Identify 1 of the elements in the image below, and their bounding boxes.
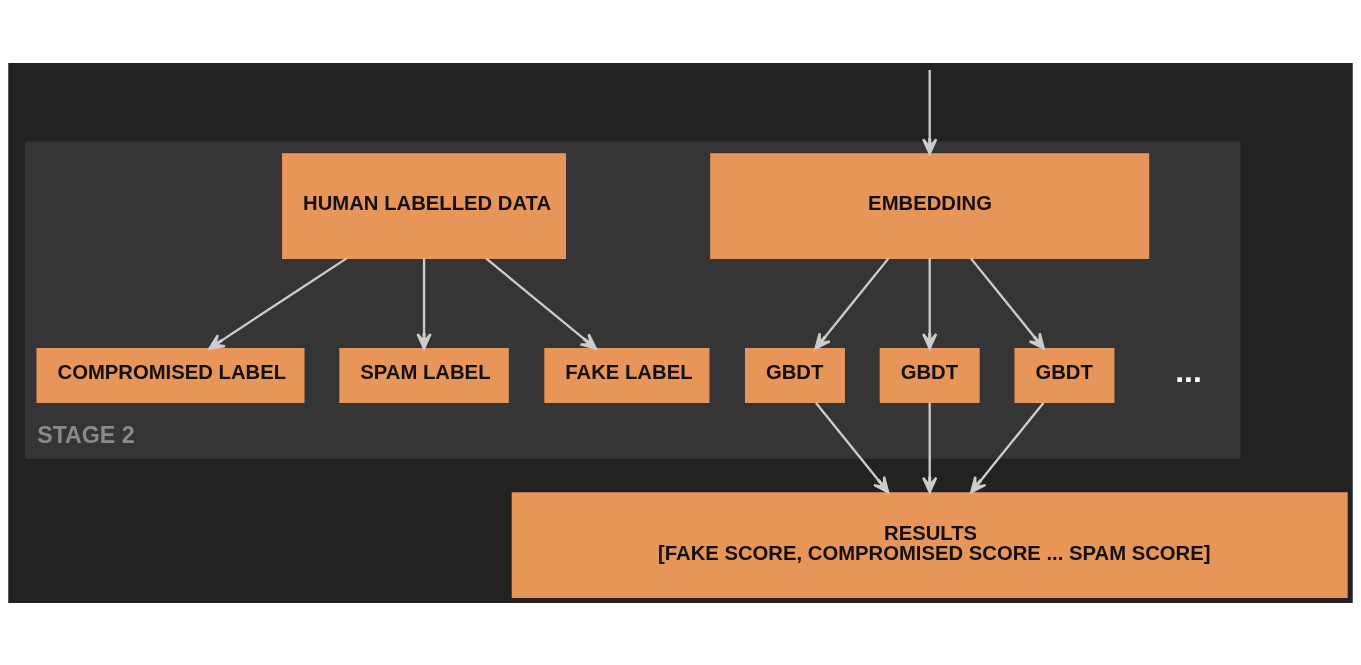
label: ... <box>1175 352 1202 389</box>
